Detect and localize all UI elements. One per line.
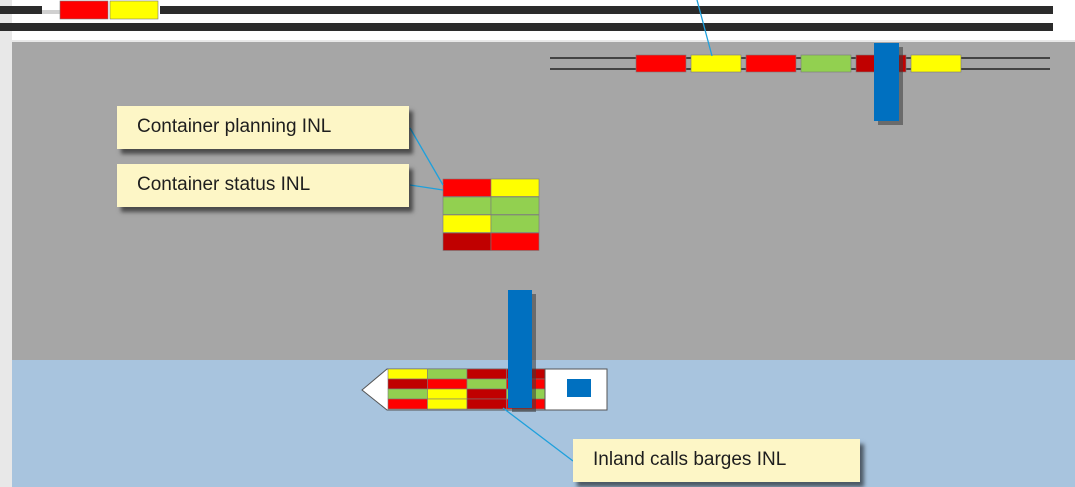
barge-container <box>387 368 428 380</box>
callout-line-status <box>409 184 444 191</box>
rail-crane <box>874 43 899 121</box>
inland-calls-barges-label: Inland calls barges INL <box>573 439 860 482</box>
stack-container <box>442 214 492 233</box>
rail-track-top <box>0 6 1053 14</box>
stack-container <box>490 178 540 197</box>
barge-container <box>387 378 428 390</box>
barge-container <box>427 398 468 410</box>
barge-container <box>466 368 507 380</box>
barge-container <box>427 388 468 400</box>
stack-container <box>490 214 540 233</box>
callout-line-barges <box>502 407 574 462</box>
stack-container <box>442 196 492 215</box>
train-container <box>690 54 742 73</box>
top-railway <box>0 0 1053 31</box>
container-planning-label: Container planning INL <box>117 106 409 149</box>
barge <box>361 368 608 411</box>
yard-train <box>635 54 962 73</box>
barge-container <box>427 378 468 390</box>
callout-line-train <box>696 0 713 57</box>
barge-container <box>466 388 507 400</box>
train-container <box>910 54 962 73</box>
quay-crane <box>508 290 532 408</box>
barge-container <box>427 368 468 380</box>
barge-container <box>387 388 428 400</box>
train-container <box>635 54 687 73</box>
barge-cabin-window <box>567 379 591 397</box>
train-container <box>59 0 109 20</box>
callout-line-planning <box>409 127 444 186</box>
barge-container <box>466 378 507 390</box>
train-container <box>109 0 159 20</box>
barge-container <box>387 398 428 410</box>
train-coupling <box>42 10 60 14</box>
rail-track-bottom <box>0 23 1053 31</box>
top-train <box>59 0 159 20</box>
container-stack <box>442 178 540 251</box>
train-container <box>800 54 852 73</box>
stack-container <box>442 232 492 251</box>
stack-container <box>490 196 540 215</box>
container-status-label: Container status INL <box>117 164 409 207</box>
barge-container <box>466 398 507 410</box>
stack-container <box>442 178 492 197</box>
yard-railway <box>550 54 1050 73</box>
stack-container <box>490 232 540 251</box>
train-container <box>745 54 797 73</box>
